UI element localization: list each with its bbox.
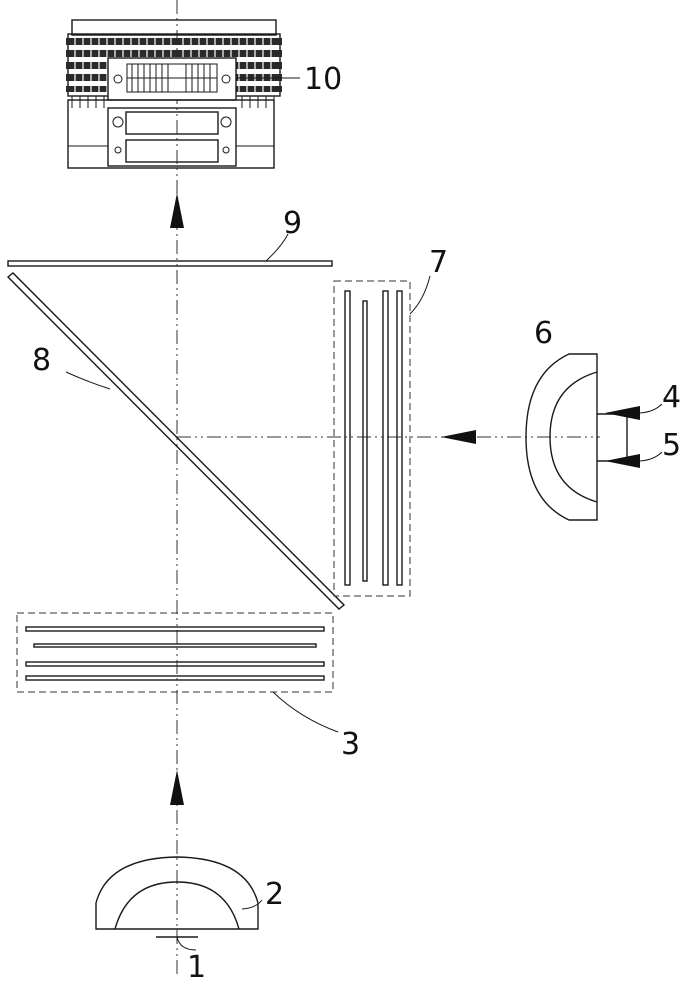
label-7: 7 (429, 245, 448, 280)
arrow-up-upper (170, 193, 184, 228)
label-8: 8 (32, 343, 51, 378)
component-10-module (66, 19, 282, 169)
arrow-left (441, 430, 476, 444)
label-5: 5 (662, 428, 681, 463)
component-8-beam-splitter (6, 272, 346, 610)
label-2: 2 (265, 877, 284, 912)
label-6: 6 (534, 316, 553, 351)
arrow-up-lower (170, 770, 184, 805)
leader-lines (65, 77, 663, 951)
label-3: 3 (341, 727, 360, 762)
component-7-filter-stack (333, 280, 411, 597)
arrow-4 (605, 406, 640, 420)
label-10: 10 (304, 62, 342, 97)
component-2-lens (95, 856, 259, 930)
label-9: 9 (283, 206, 302, 241)
label-1: 1 (187, 950, 206, 985)
arrow-5 (605, 454, 640, 468)
component-3-filter-stack (16, 612, 334, 693)
label-4: 4 (662, 380, 681, 415)
component-9-plate (7, 260, 333, 267)
